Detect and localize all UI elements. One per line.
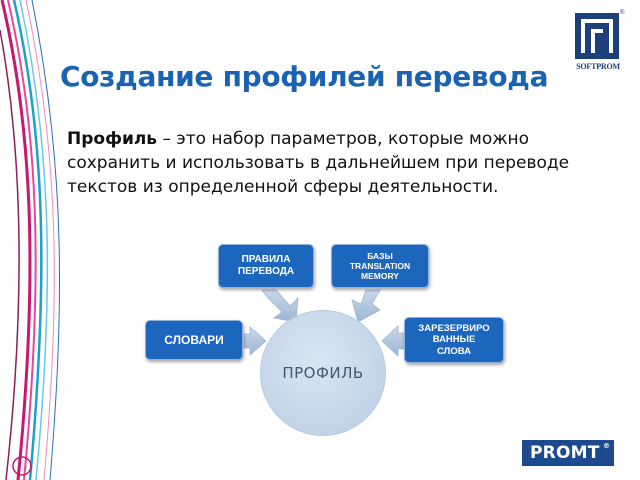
node-reserved-words: ЗАРЕЗЕРВИРО ВАННЫЕ СЛОВА [404,317,504,363]
softprom-logo-icon [575,13,619,59]
node-dictionaries: СЛОВАРИ [145,320,243,360]
profile-label: ПРОФИЛЬ [282,364,364,382]
node-label: ЗАРЕЗЕРВИРО ВАННЫЕ СЛОВА [418,322,490,357]
node-label: БАЗЫ TRANSLATION MEMORY [349,250,411,282]
promt-logo: PROMT ® [522,440,614,466]
node-translation-memory: БАЗЫ TRANSLATION MEMORY [331,244,429,288]
arrow-icon [243,326,267,356]
arrow-icon [381,325,405,357]
page-title: Создание профилей перевода [60,60,549,93]
definition-paragraph: Профиль – это набор параметров, которые … [67,127,607,199]
node-translation-rules: ПРАВИЛА ПЕРЕВОДА [218,244,314,288]
definition-term: Профиль [67,129,158,149]
decorative-swoosh [0,0,61,480]
node-label: ПРАВИЛА ПЕРЕВОДА [237,254,295,277]
softprom-caption: SOFTPROM [576,62,620,71]
definition-text: – это набор параметров, которые можно со… [67,129,570,197]
softprom-logo: ® SOFTPROM [570,10,626,71]
node-label: СЛОВАРИ [164,332,224,347]
profile-circle: ПРОФИЛЬ [260,310,386,436]
promt-logo-text: PROMT [530,443,600,463]
arrow-icon [351,289,381,323]
softprom-reg-mark: ® [620,10,625,16]
promt-reg-mark: ® [603,442,611,450]
